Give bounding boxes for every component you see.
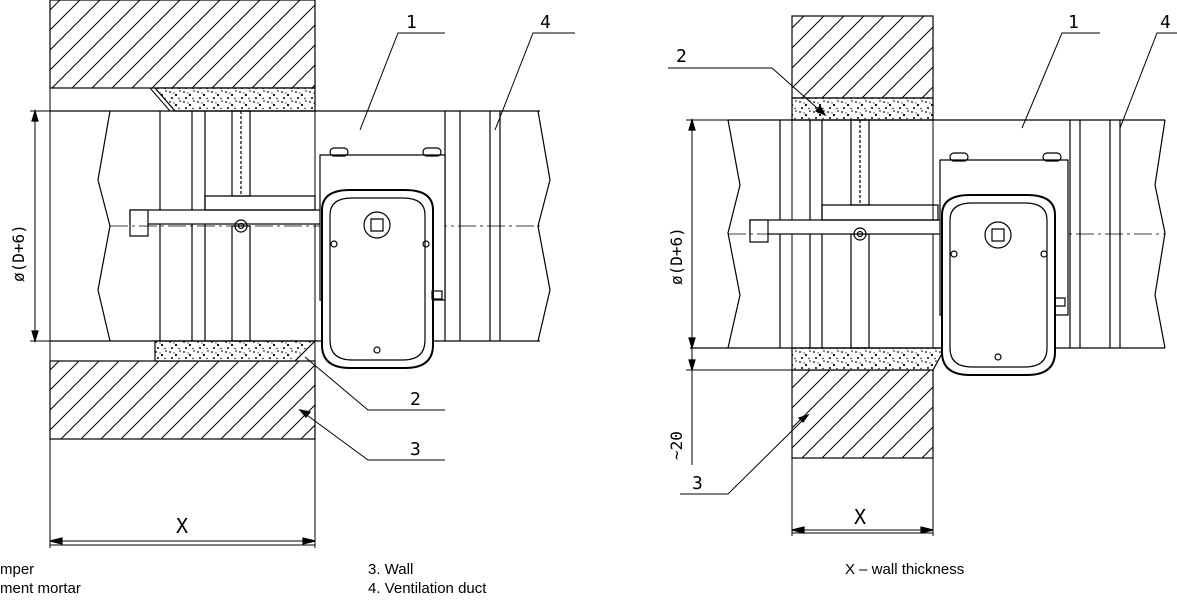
mortar-top: [153, 87, 316, 112]
mortar-top-right: [791, 97, 934, 121]
legend-item-wall: 3. Wall: [368, 561, 414, 578]
right-gap-label: ~20: [667, 431, 686, 460]
right-callout-3: 3: [692, 473, 703, 494]
left-callout-4: 4: [540, 12, 551, 33]
legend-col-3: X – wall thickness: [845, 560, 964, 579]
left-width-label: X: [176, 514, 188, 538]
legend-item-damper: mper: [0, 561, 35, 578]
right-callout-2: 2: [676, 46, 687, 67]
legend-item-mortar: ment mortar: [0, 580, 81, 597]
legend-item-wall-thickness: X – wall thickness: [845, 561, 965, 578]
legend-item-duct: 4. Ventilation duct: [368, 580, 487, 597]
right-diameter-label: ø(D+6): [667, 227, 686, 285]
mortar-bottom: [154, 340, 317, 362]
left-diameter-label: ø(D+6): [9, 224, 28, 282]
right-callout-4: 4: [1160, 12, 1171, 33]
legend-col-1: mper ment mortar: [0, 560, 81, 598]
left-callout-3: 3: [410, 439, 421, 460]
mortar-bottom-right: [791, 347, 947, 371]
legend-col-2: 3. Wall 4. Ventilation duct: [368, 560, 486, 598]
wall-bottom-hatch: [49, 360, 316, 440]
left-drawing: [30, 0, 575, 548]
wall-top-hatch-right: [791, 15, 934, 99]
wall-bottom-hatch-right: [791, 369, 934, 459]
right-width-label: X: [854, 505, 866, 529]
right-callout-1: 1: [1068, 12, 1079, 33]
wall-top-hatch: [49, 0, 316, 89]
left-callout-1: 1: [406, 12, 417, 33]
left-callout-2: 2: [410, 389, 421, 410]
right-drawing: [668, 15, 1177, 536]
